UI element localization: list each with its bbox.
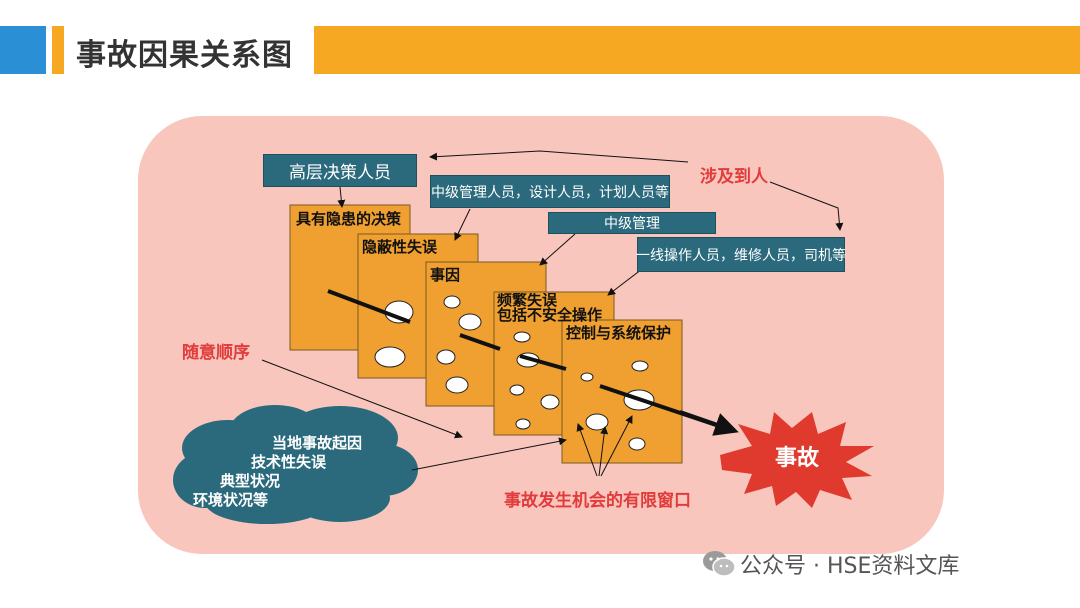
window-label: 事故发生机会的有限窗口 [504,491,691,511]
involved-arrow-top [429,150,689,163]
middle-management-box: 中级管理 [548,212,716,234]
cloud-line-1: 当地事故起因 [272,434,363,452]
involved-label: 涉及到人 [700,167,768,187]
wechat-icon [703,551,736,577]
involved-arrow-right [769,181,844,231]
title-bar-orange [314,26,1080,74]
trajectory-segments [327,289,726,430]
layer-label-2: 隐蔽性失误 [362,238,438,256]
watermark: 公众号 · HSE资料文库 [740,554,960,579]
mid-box-arrow [454,208,471,241]
sequence-label: 随意顺序 [182,343,250,363]
accident-burst [720,412,874,508]
title-accent-blue [0,26,46,74]
top-box-arrow [337,186,346,208]
layer-label-4: 频繁失误 包括不安全操作 [497,293,603,324]
title-gap [46,26,52,74]
accident-label: 事故 [775,446,820,471]
cloud-line-3: 典型状况 [220,472,281,490]
title-bar: 事故因果关系图 [0,26,1080,74]
window-arrow-2 [598,426,609,477]
layer-label-3: 事因 [430,266,461,284]
cloud-line-4: 环境状况等 [193,491,269,509]
cause-cloud [173,405,418,524]
front-line-box: 一线操作人员，维修人员，司机等 [636,237,846,272]
window-arrow-3 [600,415,633,477]
cloud-arrow [411,437,567,471]
middle-staff-box: 中级管理人员，设计人员，计划人员等 [430,175,670,208]
top-decision-box: 高层决策人员 [263,154,417,187]
window-arrow-1 [576,423,598,477]
cloud-line-2: 技术性失误 [251,453,327,471]
title-accent-orange [52,26,64,74]
sequence-arrow [261,359,463,439]
layer-label-5: 控制与系统保护 [566,324,672,342]
layer-label-1: 具有隐患的决策 [296,210,402,228]
trajectory-arrow [679,410,739,436]
page-title: 事故因果关系图 [76,38,293,73]
mid2-box-arrow [539,233,576,266]
title-background [64,26,314,74]
